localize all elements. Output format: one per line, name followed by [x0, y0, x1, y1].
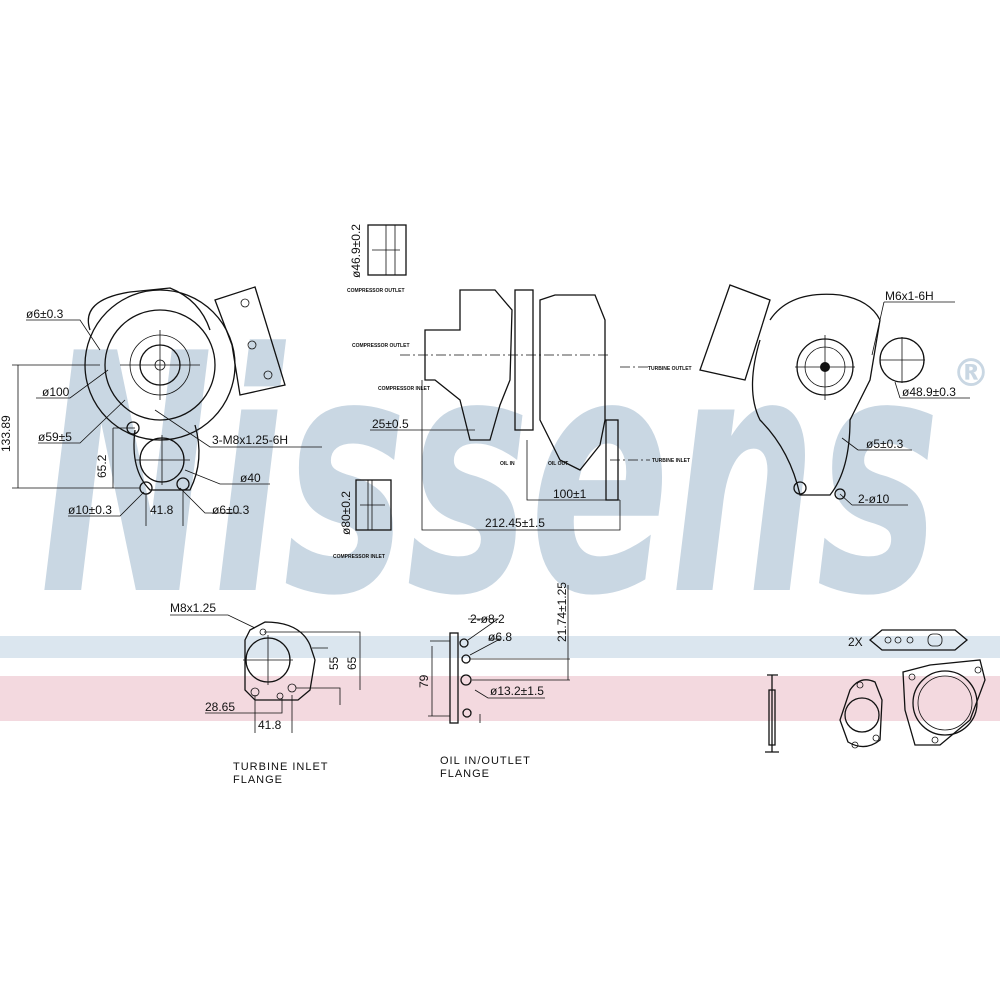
dim-212: 212.45±1.5	[485, 516, 545, 530]
comp-inlet-dim: ø80±0.2	[339, 491, 353, 535]
rear-dim-2: ø48.9±0.3	[902, 385, 956, 399]
side-view: ø46.9±0.2 COMPRESSOR OUTLET ø80±0.2 COMP…	[333, 224, 692, 560]
flange-dim-2865: 28.65	[205, 700, 235, 714]
front-dim-5: ø40	[240, 471, 261, 485]
rear-dim-1: M6x1-6H	[885, 289, 934, 303]
label-comp-outlet: COMPRESSOR OUTLET	[352, 343, 410, 349]
watermark: Nissens ®	[0, 284, 1000, 721]
oil-dim-2: ø6.8	[488, 630, 512, 644]
label-oil-in: OIL IN	[500, 461, 515, 467]
front-dim-4: 3-M8x1.25-6H	[212, 433, 288, 447]
watermark-stripe-pink	[0, 676, 1000, 721]
label-turbine-inlet: TURBINE INLET	[652, 458, 690, 464]
gasket-kit: 2X	[765, 629, 986, 753]
turbine-flange-caption-1: TURBINE INLET	[233, 761, 329, 773]
oil-dim-1: 2-ø8.2	[470, 612, 505, 626]
flange-dim-55: 55	[327, 656, 341, 670]
watermark-logo: Nissens	[40, 284, 940, 668]
front-dim-8: ø6±0.3	[212, 503, 250, 517]
turbine-flange-caption-2: FLANGE	[233, 774, 283, 786]
front-dim-7: 41.8	[150, 503, 174, 517]
front-dim-1: ø6±0.3	[26, 307, 64, 321]
front-dim-2: ø100	[42, 385, 70, 399]
comp-inlet-caption: COMPRESSOR INLET	[333, 554, 385, 560]
oil-dim-2174: 21.74±1.25	[555, 582, 569, 642]
front-dim-3: ø59±5	[38, 430, 72, 444]
turbine-inlet-flange: M8x1.25 55 65 28.65 41.8 TURBINE INLET F…	[170, 601, 361, 786]
registered-mark: ®	[952, 351, 990, 395]
front-dim-inner: 65.2	[95, 454, 109, 478]
front-dim-6: ø10±0.3	[68, 503, 112, 517]
label-comp-inlet: COMPRESSOR INLET	[378, 386, 430, 392]
comp-outlet-caption: COMPRESSOR OUTLET	[347, 288, 405, 294]
rear-view: M6x1-6H ø48.9±0.3 ø5±0.3 2-ø10	[699, 284, 970, 506]
rear-dim-4: 2-ø10	[858, 492, 890, 506]
watermark-stripe-blue	[0, 636, 1000, 658]
label-oil-out: OIL OUT	[548, 461, 568, 467]
oil-dim-3: ø13.2±1.5	[490, 684, 544, 698]
flange-thread: M8x1.25	[170, 601, 216, 615]
front-view: ø6±0.3 ø100 ø59±5 3-M8x1.25-6H ø40 ø10±0…	[0, 286, 322, 526]
flange-dim-418: 41.8	[258, 718, 282, 732]
oil-flange-caption-1: OIL IN/OUTLET	[440, 755, 531, 767]
comp-outlet-dim: ø46.9±0.2	[349, 224, 363, 278]
gasket-count: 2X	[848, 635, 863, 649]
oil-dim-79: 79	[417, 674, 431, 688]
dim-25: 25±0.5	[372, 417, 409, 431]
rear-dim-3: ø5±0.3	[866, 437, 904, 451]
oil-flange-caption-2: FLANGE	[440, 768, 490, 780]
label-turbine-outlet: TURBINE OUTLET	[648, 366, 692, 372]
dim-100: 100±1	[553, 487, 587, 501]
oil-inlet-outlet-flange: 2-ø8.2 ø6.8 ø13.2±1.5 79 21.74±1.25 OIL …	[417, 582, 570, 780]
front-dim-height: 133.89	[0, 415, 13, 452]
flange-dim-65: 65	[345, 656, 359, 670]
